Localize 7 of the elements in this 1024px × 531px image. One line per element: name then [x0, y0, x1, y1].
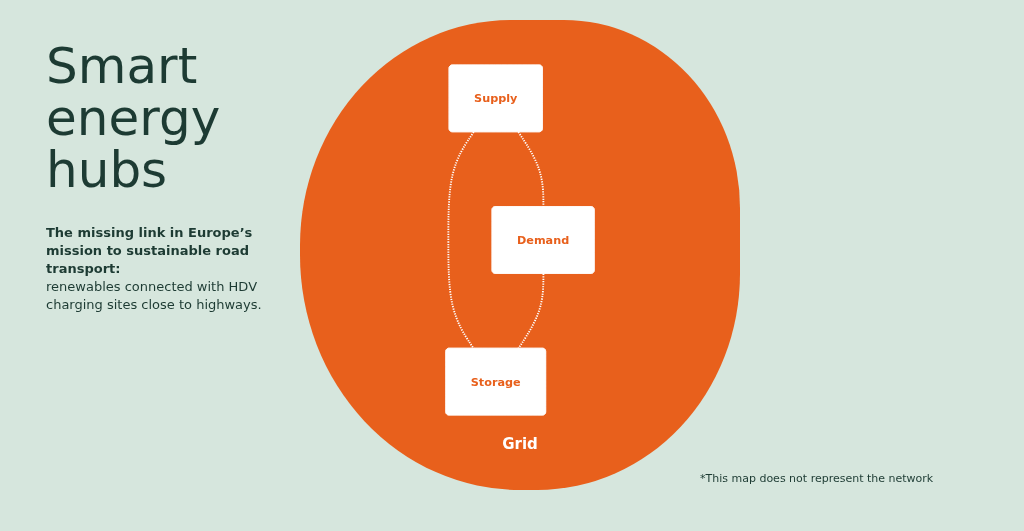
description: renewables connected with HDV charging sites close to highways.: [46, 278, 263, 314]
connector: [517, 131, 545, 208]
grid-label: Grid: [502, 435, 538, 453]
footnote: *This map does not represent the network: [700, 472, 934, 485]
connector: [447, 131, 475, 350]
title: Smart energy hubs: [46, 40, 222, 196]
subtitle: The missing link in Europe’s mission to sustainable road transport:: [46, 224, 254, 278]
